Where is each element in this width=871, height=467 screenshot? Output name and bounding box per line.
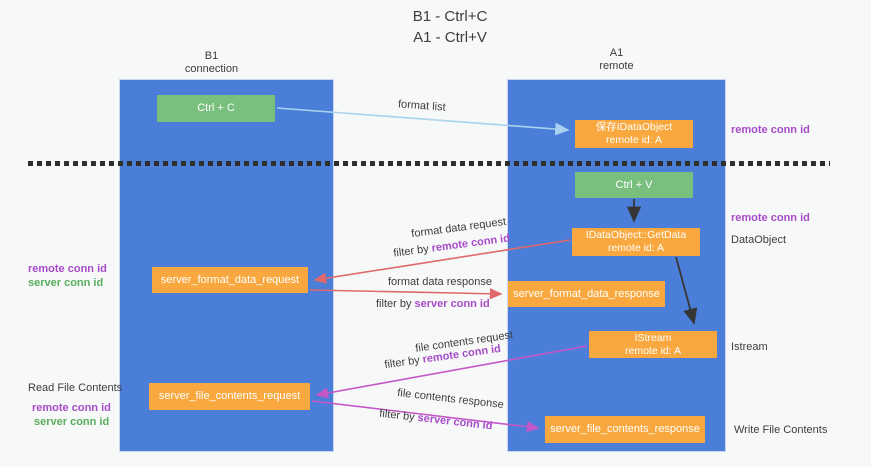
left-label-server-conn-id-2: server conn id — [34, 416, 110, 428]
node-getdata-line2: remote id: A — [607, 242, 665, 254]
node-server-file-contents-request-label: server_file_contents_request — [158, 390, 301, 402]
right-label-write-file-contents: Write File Contents — [734, 424, 828, 436]
node-server-format-data-request-label: server_format_data_request — [160, 273, 300, 286]
node-server-format-data-response: server_format_data_response — [508, 281, 665, 307]
lane-header-a1: A1 remote — [507, 47, 726, 73]
node-save-idataobject: 保存IDataObject remote id: A — [575, 120, 693, 148]
right-label-remote-conn-id-top: remote conn id — [731, 124, 810, 136]
right-label-remote-conn-id-mid: remote conn id — [731, 212, 810, 224]
node-ctrl-v: Ctrl + V — [575, 172, 693, 198]
filter-prefix: filter by — [392, 242, 433, 260]
left-label-remote-conn-id: remote conn id — [28, 263, 107, 275]
node-save-idataobject-line1: 保存IDataObject — [595, 121, 673, 133]
node-getdata-line1: IDataObject::GetData — [585, 229, 687, 241]
node-idataobject-getdata: IDataObject::GetData remote id: A — [572, 228, 700, 256]
node-server-file-contents-response: server_file_contents_response — [545, 416, 705, 443]
right-label-istream: Istream — [731, 341, 768, 353]
lane-a1-subtitle: remote — [599, 60, 634, 72]
left-label-remote-conn-id-2: remote conn id — [32, 402, 111, 414]
node-server-format-data-request: server_format_data_request — [152, 267, 308, 293]
lane-b1-subtitle: connection — [184, 63, 239, 75]
node-istream: IStream remote id: A — [589, 331, 717, 358]
filter-key-server-conn-id: server conn id — [414, 298, 490, 310]
lane-b1-name: B1 — [204, 50, 219, 62]
node-ctrl-v-label: Ctrl + V — [615, 178, 653, 191]
lane-a1-name: A1 — [609, 47, 624, 59]
session-divider-dashed-line — [28, 161, 830, 166]
node-ctrl-c-label: Ctrl + C — [197, 102, 235, 114]
filter-prefix: filter by — [376, 298, 415, 310]
title-line-2: A1 - Ctrl+V — [413, 29, 487, 46]
label-filter-remote-1: filter by remote conn id — [393, 232, 511, 259]
diagram-title: B1 - Ctrl+C A1 - Ctrl+V — [0, 6, 871, 48]
arrow-format-data-response — [309, 288, 503, 300]
node-server-file-contents-request: server_file_contents_request — [149, 383, 310, 410]
filter-prefix: filter by — [383, 353, 424, 372]
filter-key-server-conn-id: server conn id — [416, 411, 494, 433]
node-server-format-data-response-label: server_format_data_response — [513, 287, 660, 300]
label-filter-server-1: filter by server conn id — [376, 298, 490, 310]
title-line-1: B1 - Ctrl+C — [412, 8, 488, 25]
node-save-idataobject-line2: remote id: A — [605, 134, 663, 146]
lane-header-b1: B1 connection — [104, 50, 319, 76]
node-ctrl-c: Ctrl + C — [157, 95, 275, 122]
right-label-dataobject: DataObject — [731, 234, 787, 246]
label-format-data-response: format data response — [388, 276, 492, 288]
filter-prefix: filter by — [378, 407, 419, 424]
node-server-file-contents-response-label: server_file_contents_response — [550, 423, 700, 435]
left-label-read-file-contents: Read File Contents — [28, 382, 123, 394]
label-filter-server-2: filter by server conn id — [379, 408, 493, 433]
label-file-contents-response: file contents response — [396, 386, 505, 412]
node-istream-line1: IStream — [634, 331, 672, 344]
left-label-server-conn-id: server conn id — [28, 277, 104, 289]
label-format-list: format list — [397, 98, 447, 114]
node-istream-line2: remote id: A — [624, 344, 682, 357]
